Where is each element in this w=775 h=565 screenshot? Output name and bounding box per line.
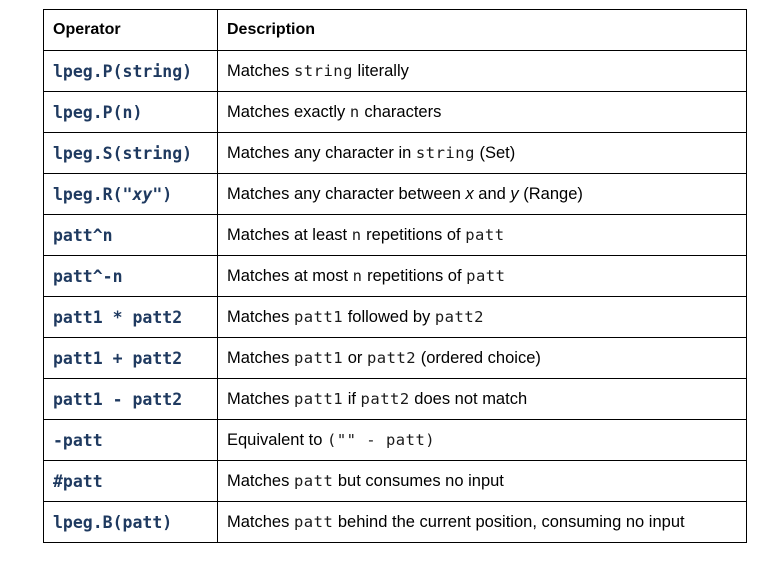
description-cell: Matches patt1 followed by patt2	[217, 296, 747, 338]
description-cell: Matches string literally	[217, 50, 747, 92]
code-term: n	[349, 102, 360, 121]
code-term: patt2	[366, 348, 417, 367]
table-row: lpeg.S(string) Matches any character in …	[43, 132, 747, 174]
italic-term: y	[510, 184, 519, 203]
description-text: (ordered choice)	[416, 348, 541, 367]
code-term: patt1	[293, 307, 344, 326]
description-text: if	[343, 389, 361, 408]
code-term: n	[352, 266, 363, 285]
operator-cell: -patt	[43, 419, 218, 461]
code-term: patt2	[360, 389, 410, 408]
description-cell: Matches at least n repetitions of patt	[217, 214, 747, 256]
description-cell: Matches patt but consumes no input	[217, 460, 747, 502]
table-row: lpeg.P(string) Matches string literally	[43, 50, 747, 92]
description-text: characters	[359, 102, 442, 121]
operator-text: patt1 + patt2	[53, 348, 183, 368]
description-text: but consumes no input	[333, 471, 504, 490]
operator-text: lpeg.P(n)	[53, 102, 143, 122]
description-cell: Matches any character between x and y (R…	[217, 173, 747, 215]
operator-text: patt^-n	[53, 266, 123, 286]
operator-cell: lpeg.P(string)	[43, 50, 218, 92]
description-text: and	[473, 184, 511, 203]
table-row: lpeg.B(patt) Matches patt behind the cur…	[43, 501, 747, 543]
description-text: repetitions of	[362, 266, 467, 285]
table-row: #patt Matches patt but consumes no input	[43, 460, 747, 502]
description-text: Matches	[227, 512, 294, 531]
description-cell: Matches at most n repetitions of patt	[217, 255, 747, 297]
description-text: Matches at least	[227, 225, 352, 244]
table-row: patt1 + patt2 Matches patt1 or patt2 (or…	[43, 337, 747, 379]
description-cell: Matches exactly n characters	[217, 91, 747, 133]
table-header-row: Operator Description	[43, 9, 747, 51]
operator-text: patt^n	[53, 225, 113, 245]
description-text: Matches	[227, 307, 294, 326]
code-term: patt	[466, 266, 506, 285]
description-text: Matches	[227, 61, 294, 80]
operator-cell: patt1 * patt2	[43, 296, 218, 338]
description-text: (Range)	[518, 184, 583, 203]
table-row: lpeg.P(n) Matches exactly n characters	[43, 91, 747, 133]
description-cell: Matches patt1 if patt2 does not match	[217, 378, 747, 420]
operator-text: -patt	[53, 430, 103, 450]
description-text: Matches	[227, 389, 294, 408]
operator-italic-text: xy	[132, 184, 153, 204]
code-term: patt	[465, 225, 505, 244]
description-cell: Matches patt1 or patt2 (ordered choice)	[217, 337, 747, 379]
code-term: patt2	[434, 307, 485, 326]
operators-table: Operator Description lpeg.P(string) Matc…	[43, 9, 747, 543]
table-row: patt1 * patt2 Matches patt1 followed by …	[43, 296, 747, 338]
operator-cell: lpeg.S(string)	[43, 132, 218, 174]
description-text: followed by	[343, 307, 435, 326]
table-row: patt^-n Matches at most n repetitions of…	[43, 255, 747, 297]
description-text: Matches	[227, 348, 294, 367]
code-term: patt1	[293, 348, 344, 367]
description-column-header: Description	[217, 9, 747, 51]
table-row: -patt Equivalent to ("" - patt)	[43, 419, 747, 461]
table-row: patt^n Matches at least n repetitions of…	[43, 214, 747, 256]
description-text: repetitions of	[361, 225, 466, 244]
table-row: lpeg.R("xy") Matches any character betwe…	[43, 173, 747, 215]
description-text: (Set)	[474, 143, 516, 162]
description-cell: Matches any character in string (Set)	[217, 132, 747, 174]
italic-term: x	[465, 184, 474, 203]
description-text: literally	[352, 61, 409, 80]
operator-cell: patt^-n	[43, 255, 218, 297]
operator-cell: #patt	[43, 460, 218, 502]
description-cell: Matches patt behind the current position…	[217, 501, 747, 543]
operator-text: lpeg.P(string)	[53, 61, 193, 81]
description-text: Matches exactly	[227, 102, 350, 121]
code-term: ("" - patt)	[326, 430, 436, 449]
description-text: Matches	[227, 471, 294, 490]
code-term: n	[351, 225, 362, 244]
operator-cell: lpeg.B(patt)	[43, 501, 218, 543]
operator-text: patt1 * patt2	[53, 307, 183, 327]
operator-text: lpeg.S(string)	[53, 143, 193, 163]
code-term: patt1	[293, 389, 344, 408]
code-term: patt	[293, 512, 334, 531]
operator-cell: patt1 + patt2	[43, 337, 218, 379]
description-text: Matches any character between	[227, 184, 466, 203]
operator-text: patt1 - patt2	[53, 389, 183, 409]
operator-cell: lpeg.R("xy")	[43, 173, 218, 215]
description-text: Matches any character in	[227, 143, 416, 162]
code-term: string	[293, 61, 353, 80]
description-text: Matches at most	[227, 266, 353, 285]
code-term: string	[415, 143, 475, 162]
description-text: behind the current position, consuming n…	[333, 512, 685, 531]
operator-cell: lpeg.P(n)	[43, 91, 218, 133]
description-text: does not match	[409, 389, 528, 408]
table-row: patt1 - patt2 Matches patt1 if patt2 doe…	[43, 378, 747, 420]
code-term: patt	[293, 471, 334, 490]
operator-text: #patt	[53, 471, 103, 491]
operator-text: ")	[152, 184, 173, 204]
operator-cell: patt^n	[43, 214, 218, 256]
operator-column-header: Operator	[43, 9, 218, 51]
description-text: or	[343, 348, 367, 367]
operator-text: lpeg.B(patt)	[53, 512, 173, 532]
description-text: Equivalent to	[227, 430, 327, 449]
description-cell: Equivalent to ("" - patt)	[217, 419, 747, 461]
operator-text: lpeg.R("	[53, 184, 133, 204]
operator-cell: patt1 - patt2	[43, 378, 218, 420]
